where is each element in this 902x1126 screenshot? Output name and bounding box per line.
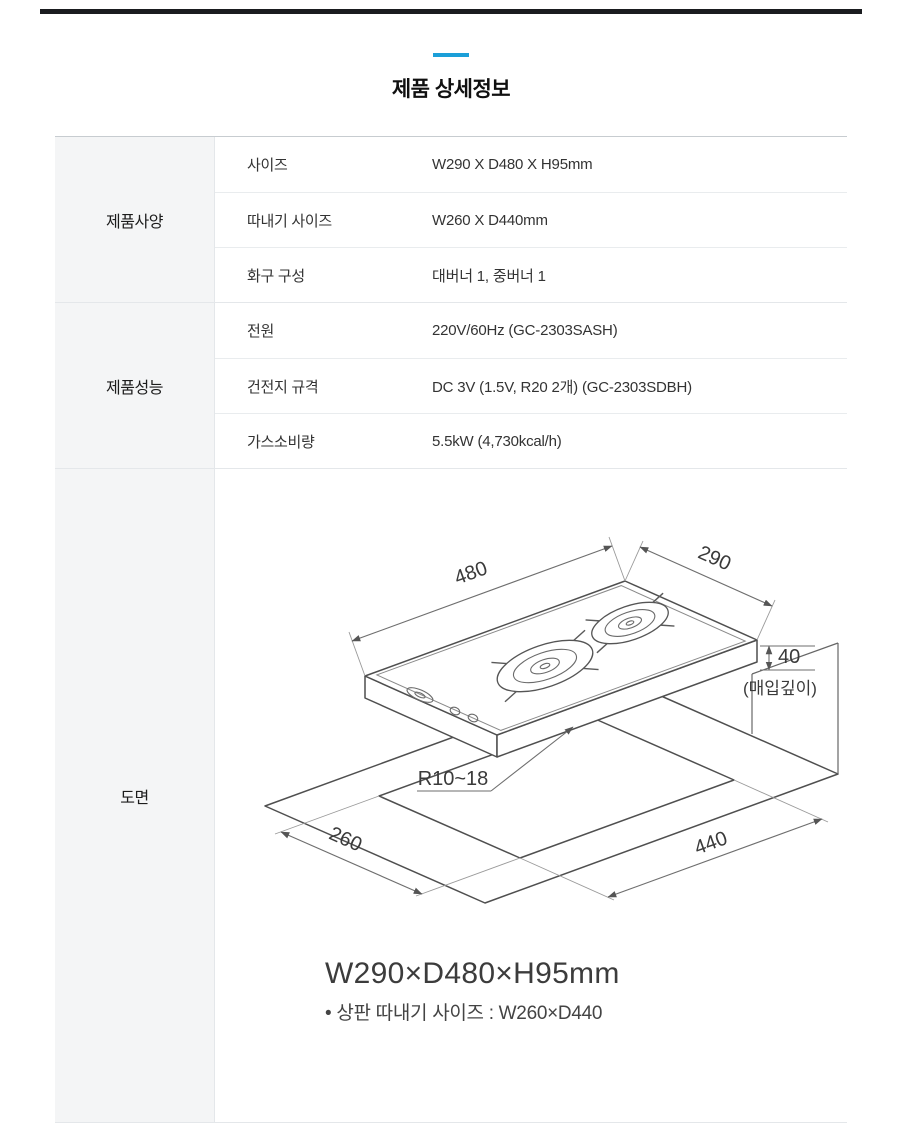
dim-40-label: 40 xyxy=(778,646,800,668)
table-row: 따내기 사이즈 W260 X D440mm xyxy=(215,192,847,247)
drawing-size-caption: W290×D480×H95mm xyxy=(325,957,620,990)
drawing-captions: W290×D480×H95mm • 상판 따내기 사이즈 : W260×D440 xyxy=(325,957,620,1025)
top-divider xyxy=(40,9,862,14)
table-row: 가스소비량 5.5kW (4,730kcal/h) xyxy=(215,413,847,468)
spec-name: 가스소비량 xyxy=(247,433,315,451)
spec-group-rows: 전원 220V/60Hz (GC-2303SASH) 건전지 규격 DC 3V … xyxy=(215,303,847,468)
dim-290-label: 290 xyxy=(695,542,734,576)
spec-value: 5.5kW (4,730kcal/h) xyxy=(432,432,562,450)
dim-480-label: 480 xyxy=(452,557,491,589)
embed-depth-note-label: (매입깊이) xyxy=(743,679,817,698)
spec-group-performance: 제품성능 전원 220V/60Hz (GC-2303SASH) 건전지 규격 D… xyxy=(55,302,847,468)
spec-value: W260 X D440mm xyxy=(432,211,548,229)
radius-label: R10~18 xyxy=(418,768,489,790)
product-spec-table: 제품사양 사이즈 W290 X D480 X H95mm 따내기 사이즈 W26… xyxy=(55,136,847,1123)
product-technical-drawing-icon: 480 290 40 (매입깊이) xyxy=(264,536,839,904)
drawing-group-label: 도면 xyxy=(55,469,215,1122)
spec-name: 건전지 규격 xyxy=(247,378,319,396)
drawing-group: 도면 xyxy=(55,468,847,1122)
spec-group-label: 제품성능 xyxy=(55,303,215,468)
table-row: 건전지 규격 DC 3V (1.5V, R20 2개) (GC-2303SDBH… xyxy=(215,358,847,413)
table-row: 사이즈 W290 X D480 X H95mm xyxy=(215,137,847,192)
spec-group-label: 제품사양 xyxy=(55,137,215,302)
drawing-cell: 480 290 40 (매입깊이) xyxy=(215,469,847,1122)
dimension-embed-depth-40: 40 (매입깊이) xyxy=(743,645,817,698)
spec-value: 220V/60Hz (GC-2303SASH) xyxy=(432,322,618,339)
control-knobs-icon xyxy=(406,687,479,723)
table-row: 전원 220V/60Hz (GC-2303SASH) xyxy=(215,303,847,358)
spec-name: 화구 구성 xyxy=(247,267,305,285)
page-title: 제품 상세정보 xyxy=(391,78,511,101)
table-row: 화구 구성 대버너 1, 중버너 1 xyxy=(215,247,847,302)
dimension-cutout-260: 260 xyxy=(274,795,521,897)
spec-name: 따내기 사이즈 xyxy=(247,212,332,230)
drawing-cutout-caption: • 상판 따내기 사이즈 : W260×D440 xyxy=(325,1003,603,1024)
spec-value: W290 X D480 X H95mm xyxy=(432,156,593,173)
spec-group-dimensions: 제품사양 사이즈 W290 X D480 X H95mm 따내기 사이즈 W26… xyxy=(55,137,847,302)
spec-group-rows: 사이즈 W290 X D480 X H95mm 따내기 사이즈 W260 X D… xyxy=(215,137,847,302)
spec-name: 전원 xyxy=(247,323,275,340)
accent-bar xyxy=(433,53,469,57)
spec-value: 대버너 1, 중버너 1 xyxy=(432,267,546,285)
radius-callout: R10~18 xyxy=(417,726,574,792)
spec-value: DC 3V (1.5V, R20 2개) (GC-2303SDBH) xyxy=(432,378,692,396)
spec-name: 사이즈 xyxy=(247,157,288,174)
